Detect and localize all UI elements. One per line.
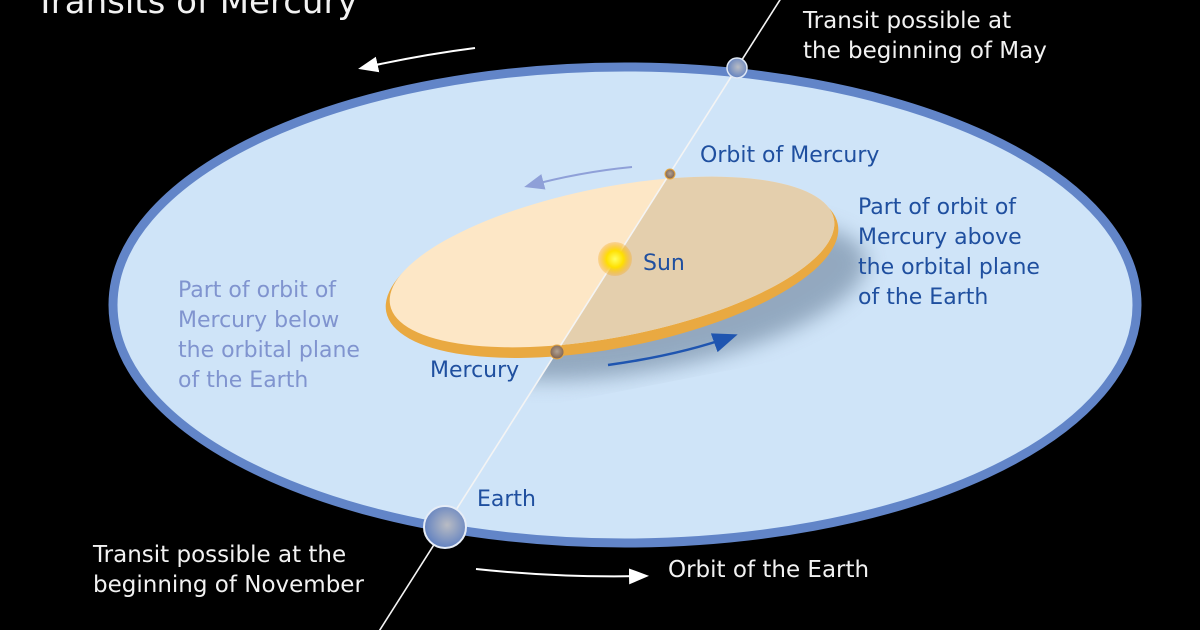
label-earth: Earth xyxy=(477,487,536,512)
label-transit-november: Transit possible at the beginning of Nov… xyxy=(93,540,364,600)
diagram-title: Transits of Mercury xyxy=(35,0,358,22)
arrow-mercury-bottom xyxy=(607,333,738,367)
label-above-plane: Part of orbit of Mercury above the orbit… xyxy=(858,193,1040,313)
label-line: the beginning of May xyxy=(803,38,1047,64)
arrow-mercury-top xyxy=(524,166,633,190)
label-line: of the Earth xyxy=(178,368,309,393)
sun-icon xyxy=(598,242,632,276)
label-line: the orbital plane xyxy=(178,338,360,363)
label-mercury: Mercury xyxy=(430,358,520,383)
label-sun: Sun xyxy=(643,251,685,276)
label-line: the orbital plane xyxy=(858,255,1040,280)
earth-planet xyxy=(423,505,467,549)
label-line: Mercury above xyxy=(858,225,1022,250)
label-line: of the Earth xyxy=(858,285,989,310)
label-line: Part of orbit of xyxy=(858,195,1017,220)
label-orbit-mercury: Orbit of Mercury xyxy=(700,143,880,168)
label-line: beginning of November xyxy=(93,572,364,598)
label-orbit-earth: Orbit of the Earth xyxy=(668,557,870,583)
label-line: Transit possible at the xyxy=(93,542,347,568)
arrow-earth-bottom xyxy=(475,568,649,585)
label-line: Transit possible at xyxy=(803,8,1012,34)
label-transit-may: Transit possible at the beginning of May xyxy=(803,6,1047,66)
mercury-planet xyxy=(549,344,565,360)
label-below-plane: Part of orbit of Mercury below the orbit… xyxy=(178,276,360,396)
arrow-earth-top xyxy=(358,47,476,73)
label-line: Mercury below xyxy=(178,308,340,333)
mercury-node-top xyxy=(664,168,676,180)
earth-node-may xyxy=(726,57,748,79)
label-line: Part of orbit of xyxy=(178,278,337,303)
